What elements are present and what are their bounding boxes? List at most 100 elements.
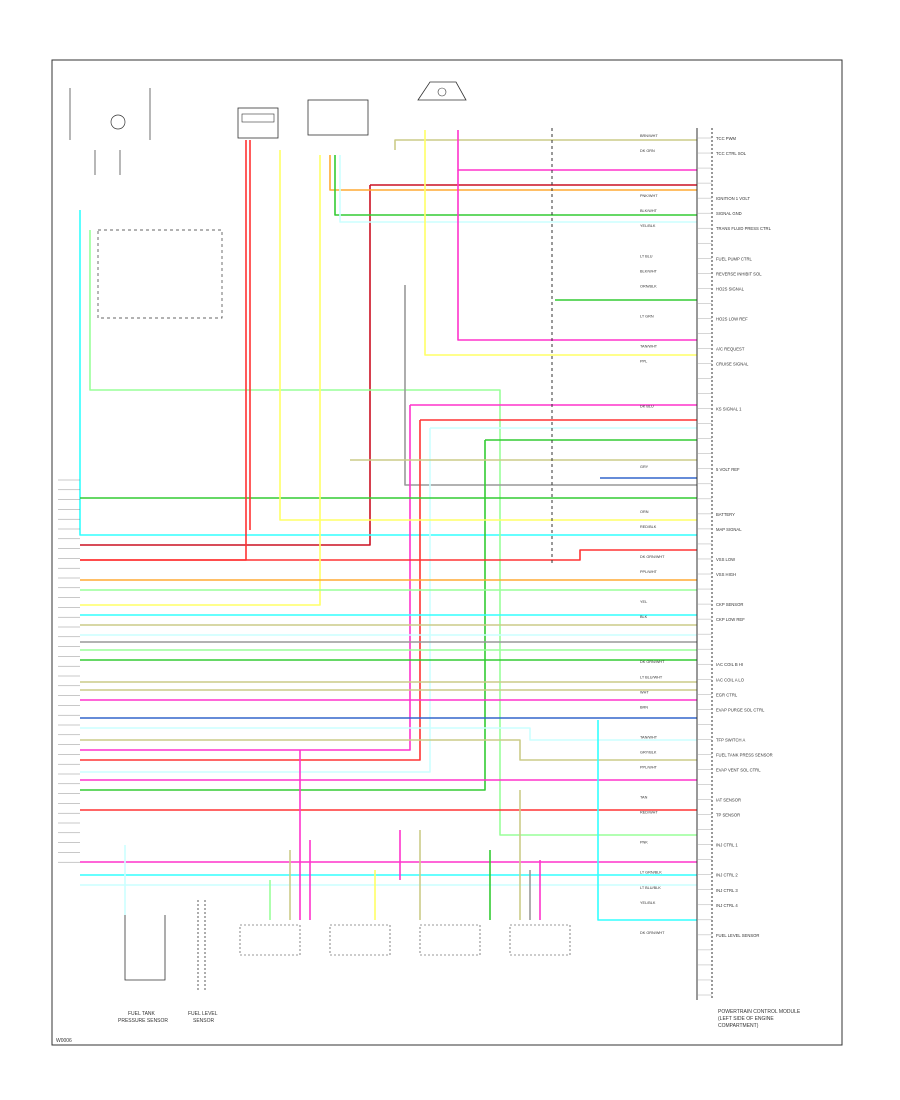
diagram-border <box>51 59 843 1046</box>
pcm-pin-label: TRANS FLUID PRESS CTRL <box>716 226 772 231</box>
pcm-pin-wire-color: YEL/BLK <box>640 901 656 905</box>
pcm-pin-label: SIGNAL GND <box>716 211 742 216</box>
pcm-pin-label: BATTERY <box>716 512 735 517</box>
wire <box>80 739 697 761</box>
pcm-pin-label: HO2S SIGNAL <box>716 286 745 291</box>
pcm-pin-label: TCC CTRL SOL <box>716 151 747 156</box>
pcm-pin-label: INJ CTRL 1 <box>716 843 738 848</box>
pcm-pin-wire-color: DK GRN/WHT <box>640 555 665 559</box>
wire <box>80 140 247 561</box>
pcm-pin-wire-color: DK BLU <box>640 405 654 409</box>
wire <box>334 155 697 216</box>
pcm-pin-label: IAT SENSOR <box>716 798 741 803</box>
pcm-pin-wire-color: DK GRN/WHT <box>640 660 665 664</box>
pcm-pin-label: MAP SIGNAL <box>716 527 742 532</box>
wire <box>279 150 697 521</box>
pcm-label-line-3: COMPARTMENT) <box>718 1023 759 1029</box>
pcm-pin-wire-color: YEL <box>640 600 647 604</box>
fuel-level-sensor-label-1: FUEL LEVEL <box>188 1011 218 1017</box>
pcm-pin-wire-color: BLK <box>640 615 648 619</box>
pcm-pin-wire-color: LT BLU <box>640 254 653 258</box>
wire <box>89 230 697 836</box>
pcm-pin-wire-color: LT BLU/BLK <box>640 886 661 890</box>
pcm-pin-label: FUEL PUMP CTRL <box>716 256 753 261</box>
wire <box>80 727 697 741</box>
pcm-label-line-2: (LEFT SIDE OF ENGINE <box>718 1016 774 1022</box>
pcm-pin-wire-color: PNK <box>640 841 648 845</box>
pcm-pin-wire-color: TAN/WHT <box>640 344 658 348</box>
pcm-pin-wire-color: PNK/WHT <box>640 194 658 198</box>
pcm-pin-label: EVAP PURGE SOL CTRL <box>716 707 765 712</box>
pcm-pin-wire-color: DK GRN/WHT <box>640 931 665 935</box>
pcm-pin-label: IAC COIL A LO <box>716 677 745 682</box>
pcm-pin-wire-color: DK GRN <box>640 149 655 153</box>
pcm-pin-label: EVAP VENT SOL CTRL <box>716 767 761 772</box>
wire <box>80 155 321 606</box>
pcm-pin-wire-color: BLK/WHT <box>640 209 658 213</box>
fuel-tank-pressure-sensor: FUEL TANK PRESSURE SENSOR <box>118 915 168 1024</box>
wire <box>80 420 421 761</box>
pcm-pin-wire-color: LT GRN <box>640 314 654 318</box>
pcm-pin-wire-color: YEL/BLK <box>640 224 656 228</box>
wire <box>80 440 486 791</box>
brake-switch-component <box>237 107 279 139</box>
pcm-pin-wire-color: PPL <box>640 360 647 364</box>
injector-3 <box>419 924 481 956</box>
map-sensor-component <box>417 81 467 101</box>
pcm-pin-wire-color: LT GRN/BLK <box>640 871 662 875</box>
wire-layer <box>58 130 697 921</box>
tp-sensor-component <box>307 99 369 136</box>
wire <box>394 139 697 150</box>
wire <box>597 720 697 921</box>
pcm-pin-wire-color: BRN <box>640 705 648 709</box>
fuel-tank-pressure-sensor-label-1: FUEL TANK <box>128 1011 156 1017</box>
wire <box>80 185 371 546</box>
pcm-pin-label: INJ CTRL 2 <box>716 873 738 878</box>
fuel-level-sensor-label-2: SENSOR <box>193 1018 215 1024</box>
pcm-pin-wire-color: TAN <box>640 796 648 800</box>
pcm-pin-wire-color: RED/WHT <box>640 811 658 815</box>
pcm-pin-label: TFP SWITCH A <box>716 737 745 742</box>
pcm-pin-wire-color: PPL/WHT <box>640 570 658 574</box>
pcm-pin-wire-color: ORN/BLK <box>640 284 657 288</box>
wire <box>329 155 697 191</box>
pcm-pin-list: TCC PWM BRN/WHT TCC CTRL SOL DK GRN IGNITION… <box>640 134 773 996</box>
wire <box>79 210 697 536</box>
pcm-pin-label: EGR CTRL <box>716 692 738 697</box>
pcm-connector: TCC PWM BRN/WHT TCC CTRL SOL DK GRN IGNITION… <box>551 128 773 1000</box>
pcm-pin-label: KS SIGNAL 1 <box>716 407 742 412</box>
wire <box>80 549 697 561</box>
pcm-pin-wire-color: RED/BLK <box>640 525 657 529</box>
pcm-pin-label: INJ CTRL 3 <box>716 888 738 893</box>
pcm-pin-label: VSS HIGH <box>716 572 736 577</box>
pcm-pin-label: CKP LOW REF <box>716 617 745 622</box>
injector-4 <box>509 924 571 956</box>
pcm-pin-wire-color: PPL/WHT <box>640 765 658 769</box>
injector-1 <box>239 924 301 956</box>
pcm-pin-label: 5 VOLT REF <box>716 467 740 472</box>
pcm-pin-label: INJ CTRL 4 <box>716 903 738 908</box>
pcm-pin-label: FUEL TANK PRESS SENSOR <box>716 752 773 757</box>
pcm-pin-wire-color: GRY/BLK <box>640 750 657 754</box>
wire <box>424 130 697 356</box>
pcm-pin-label: TCC PWM <box>716 136 737 141</box>
pcm-pin-wire-color: TAN/WHT <box>640 735 658 739</box>
pcm-pin-wire-color: BLK/WHT <box>640 269 658 273</box>
pcm-pin-label: HO2S LOW REF <box>716 316 748 321</box>
fuel-tank-pressure-sensor-label-2: PRESSURE SENSOR <box>118 1018 168 1024</box>
pcm-pin-wire-color: LT BLU/WHT <box>640 675 663 679</box>
pcm-pin-wire-color: GRY <box>640 465 649 469</box>
pcm-pin-wire-color: BRN/WHT <box>640 134 658 138</box>
wire <box>339 155 697 223</box>
fuel-level-sensor: FUEL LEVEL SENSOR <box>188 900 218 1024</box>
wire <box>457 170 697 341</box>
pcm-pin-label: IGNITION 1 VOLT <box>716 196 750 201</box>
transmission-range-switch <box>97 229 223 319</box>
pcm-pin-label: VSS LOW <box>716 557 735 562</box>
pcm-pin-wire-color: WHT <box>640 690 649 694</box>
pcm-label-line-1: POWERTRAIN CONTROL MODULE <box>718 1009 801 1015</box>
diagram-footer-code: W0006 <box>56 1038 72 1044</box>
pcm-pin-label: CRUISE SIGNAL <box>716 362 749 367</box>
pcm-pin-wire-color: ORN <box>640 510 649 514</box>
